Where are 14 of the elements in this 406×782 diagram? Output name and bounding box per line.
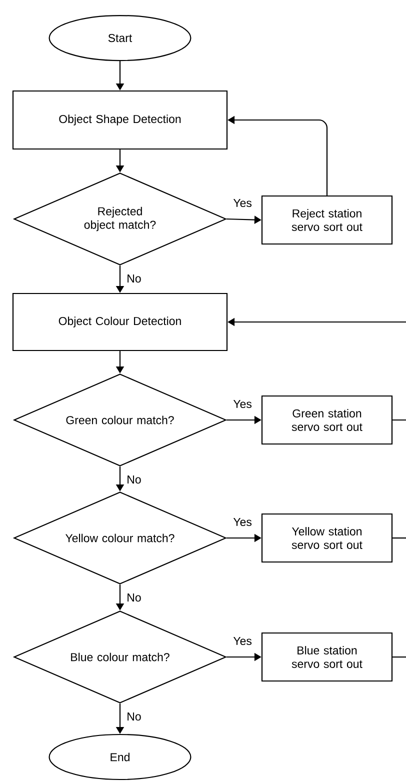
edge-label: Yes — [232, 399, 253, 410]
process-box: Blue station servo sort out — [261, 632, 393, 682]
edge-label: Yes — [232, 198, 253, 208]
edge-label: Yes — [232, 636, 253, 646]
process-box: Reject station servo sort out — [261, 195, 393, 245]
edge-label: Yes — [232, 517, 253, 528]
process-box: Object Shape Detection — [12, 90, 228, 150]
edge-label: No — [126, 474, 142, 485]
process-box: Yellow station servo sort out — [261, 513, 393, 563]
edge-label: No — [126, 274, 142, 284]
process-box: Object Colour Detection — [12, 292, 228, 352]
edge-label: No — [126, 592, 142, 603]
process-box: Green station servo sort out — [261, 395, 393, 445]
edge-label: No — [126, 712, 142, 722]
